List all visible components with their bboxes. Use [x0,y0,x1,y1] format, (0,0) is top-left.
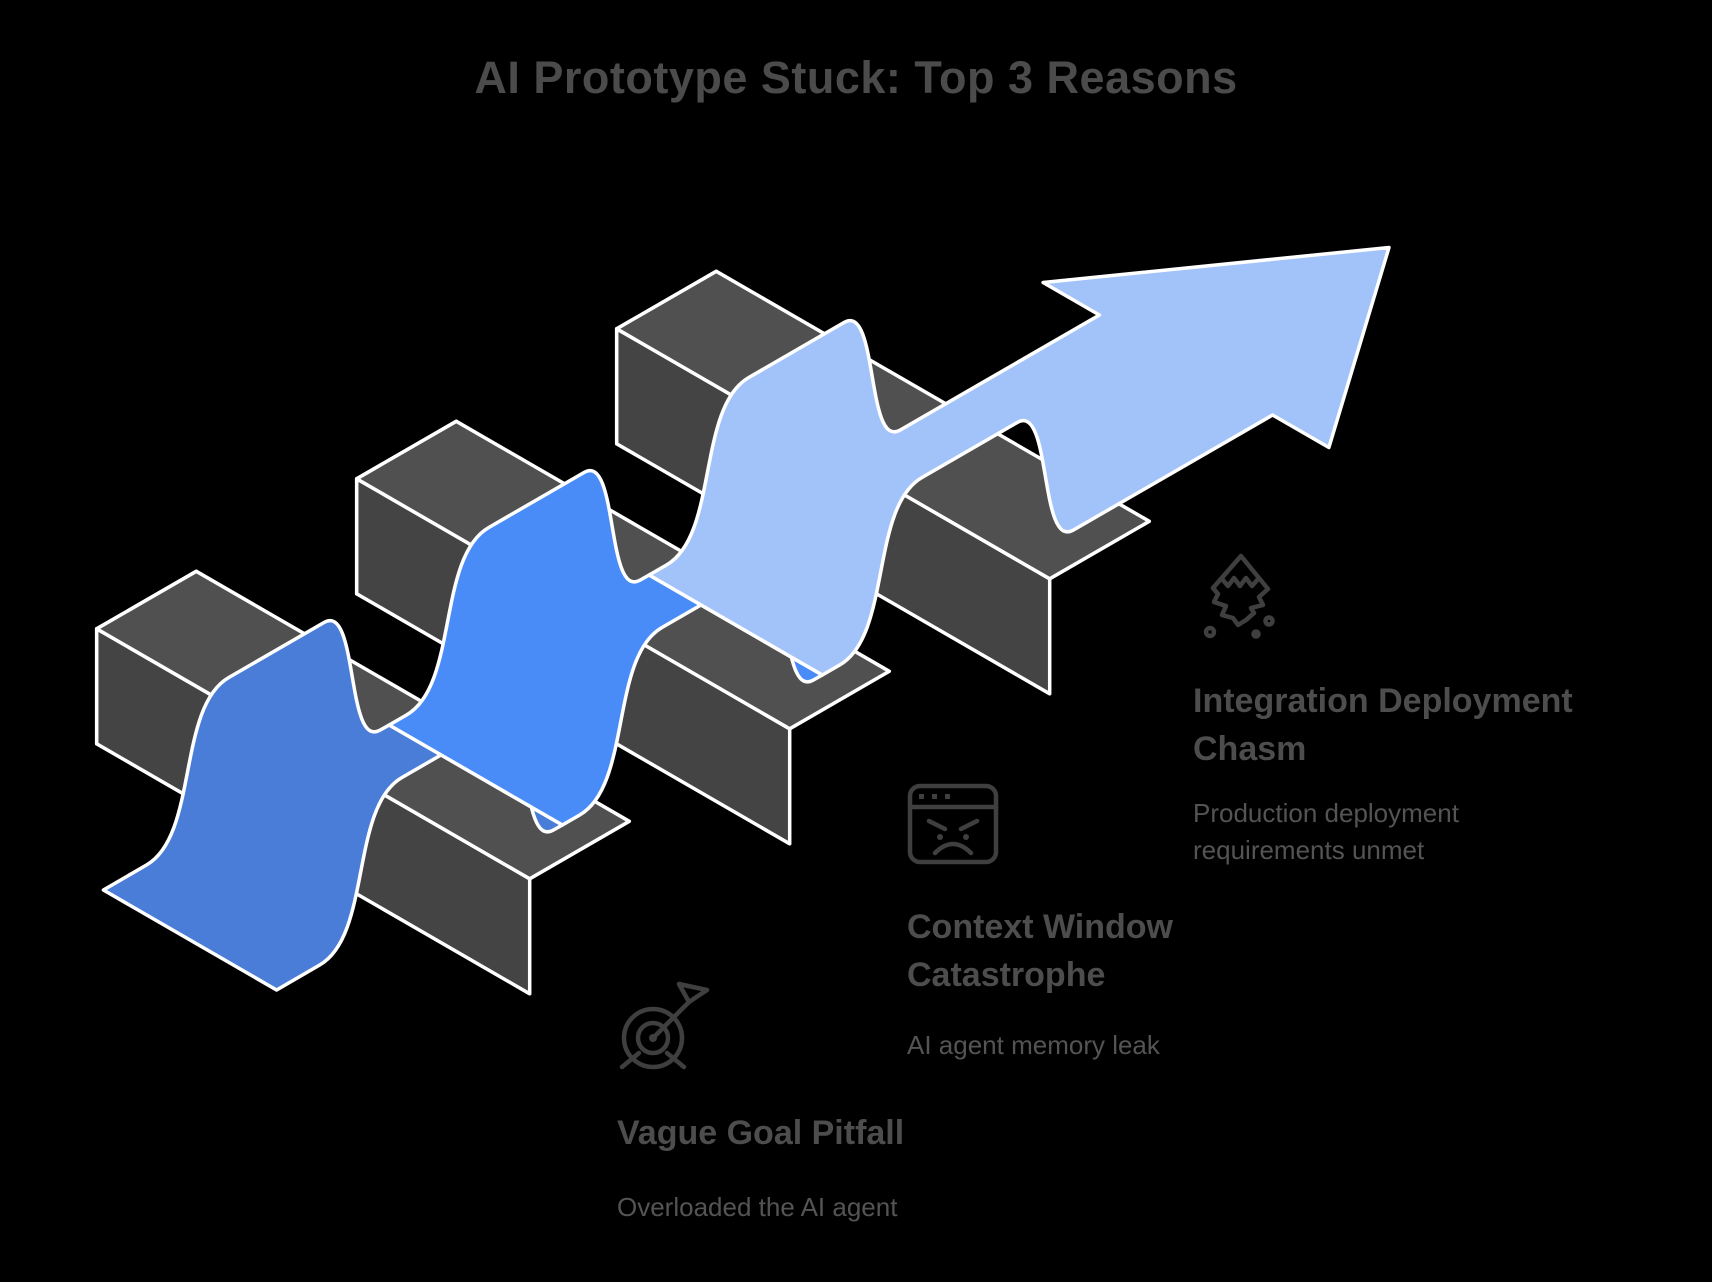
section-heading: Integration Deployment Chasm [1193,682,1573,768]
angry-browser-icon [907,783,999,865]
section-subtitle: Production deployment requirements unmet [1193,798,1459,865]
section-subtitle: AI agent memory leak [907,1030,1160,1060]
section-heading: Context Window Catastrophe [907,908,1173,994]
ribbon-segment-3-arrow [647,245,1391,677]
section-heading: Vague Goal Pitfall [617,1114,905,1152]
section-context-window: Context Window Catastrophe AI agent memo… [907,783,1237,1064]
section-vague-goal: Vague Goal Pitfall Overloaded the AI age… [617,980,1057,1226]
target-icon [619,981,710,1070]
section-subtitle: Overloaded the AI agent [617,1192,898,1222]
mountain-icon [1203,553,1275,639]
page-title: AI Prototype Stuck: Top 3 Reasons [474,52,1238,103]
section-integration: Integration Deployment Chasm Production … [1193,548,1643,869]
